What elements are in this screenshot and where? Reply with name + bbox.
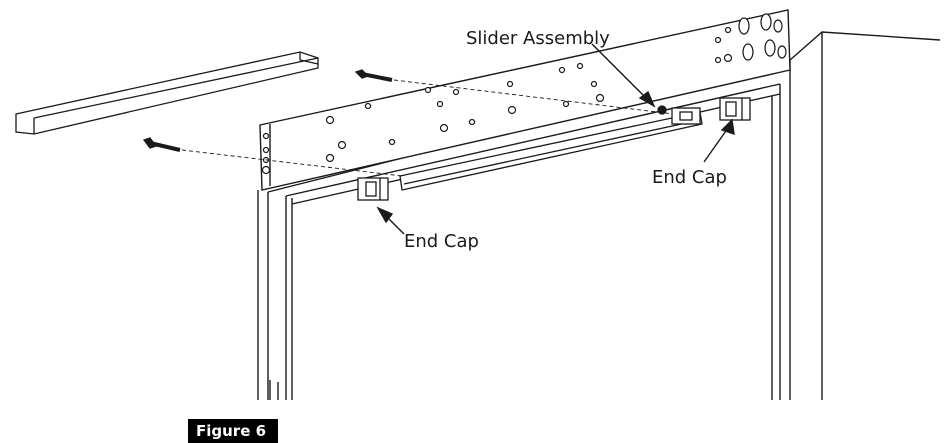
slider-assembly — [657, 105, 701, 125]
end-cap-right-label: End Cap — [652, 167, 727, 188]
figure-label: Figure 6 — [188, 419, 278, 443]
screw-upper — [354, 69, 691, 117]
end-cap-left — [357, 177, 389, 201]
screw-lower — [142, 137, 403, 177]
plate-holes — [261, 13, 787, 175]
end-cap-left-label: End Cap — [404, 231, 479, 252]
slider-assembly-label: Slider Assembly — [466, 28, 610, 49]
end-cap-right — [719, 97, 751, 121]
callout-leaders — [376, 43, 735, 235]
track — [399, 111, 703, 191]
cover-channel — [15, 51, 319, 135]
